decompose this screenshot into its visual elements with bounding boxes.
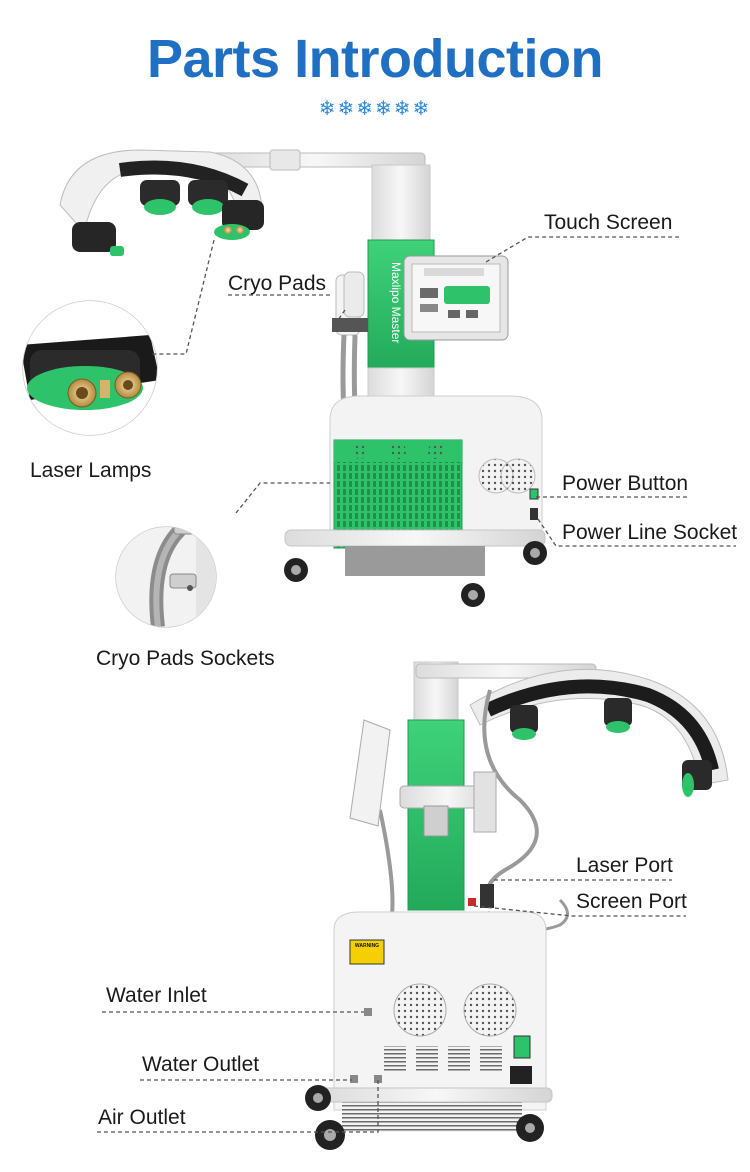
page-title: Parts Introduction [146, 29, 604, 89]
label-power-button: Power Button [562, 472, 689, 495]
label-cryo-pads: Cryo Pads [228, 272, 327, 295]
device-back-view: WARNING [305, 661, 729, 1150]
snowflake-icon: ❄❄❄❄❄❄ [318, 96, 432, 120]
cryo-pads-sockets-detail-image [115, 526, 217, 628]
laser-lamps-detail-image [22, 300, 158, 436]
device-front-view: Maxlipo Master [59, 149, 547, 607]
label-touch-screen: Touch Screen [544, 211, 673, 234]
warning-label-text: WARNING [355, 943, 379, 949]
label-water-outlet: Water Outlet [142, 1053, 260, 1076]
device-brand-text: Maxlipo Master [389, 262, 403, 343]
label-laser-lamps: Laser Lamps [30, 459, 152, 482]
callout-lines [95, 236, 736, 1133]
label-air-outlet: Air Outlet [98, 1106, 186, 1129]
label-power-line-socket: Power Line Socket [562, 521, 738, 544]
label-screen-port: Screen Port [576, 890, 687, 913]
label-laser-port: Laser Port [576, 854, 673, 877]
label-cryo-pads-sockets: Cryo Pads Sockets [96, 647, 275, 670]
label-water-inlet: Water Inlet [106, 984, 207, 1007]
